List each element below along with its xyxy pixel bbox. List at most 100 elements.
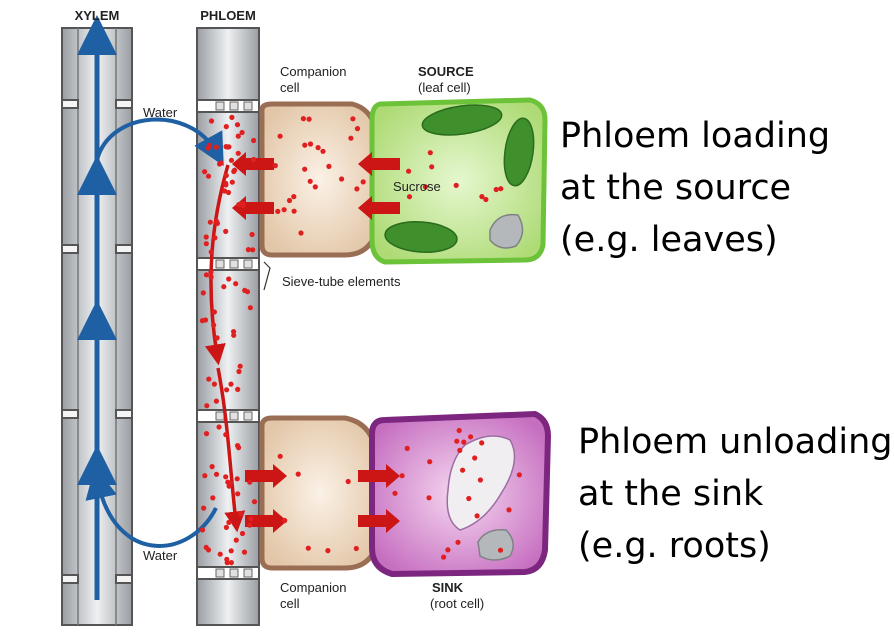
sucrose-molecule — [460, 467, 466, 473]
sucrose-molecule — [247, 522, 253, 528]
sucrose-molecule — [239, 201, 245, 207]
sucrose-molecule — [306, 116, 312, 122]
sucrose-molecule — [479, 194, 485, 200]
sucrose-molecule — [201, 505, 207, 511]
sucrose-molecule — [228, 157, 235, 163]
unloading-caption-line-2: at the sink — [578, 474, 764, 514]
companion-cell-top-label: Companion — [280, 64, 347, 79]
sucrose-molecule — [208, 249, 214, 255]
chloroplast — [503, 117, 535, 187]
sucrose-molecule — [466, 495, 472, 502]
sucrose-molecule — [228, 381, 234, 387]
sucrose-molecule — [468, 434, 474, 440]
sucrose-molecule — [272, 163, 278, 169]
sucrose-molecule — [427, 459, 433, 465]
sucrose-molecule — [199, 527, 206, 533]
sucrose-molecule — [461, 439, 467, 445]
companion-cell-bottom-label-2: cell — [280, 596, 300, 611]
sucrose-molecule — [224, 387, 230, 393]
sucrose-molecule — [325, 548, 331, 554]
source-sublabel: (leaf cell) — [418, 80, 471, 95]
sucrose-molecule — [350, 116, 356, 122]
sucrose-molecule — [426, 495, 432, 501]
sucrose-molecule — [211, 322, 217, 328]
sucrose-molecule — [249, 231, 255, 238]
xylem-vessel — [61, 15, 133, 626]
sink-root-cell — [369, 410, 552, 578]
sucrose-molecule — [453, 182, 459, 188]
source-label: SOURCE — [418, 64, 474, 79]
loading-caption: Phloem loading at the source (e.g. leave… — [560, 110, 830, 266]
xylem-label: XYLEM — [75, 8, 120, 23]
sucrose-molecule — [211, 381, 217, 387]
sucrose-molecule — [498, 186, 504, 192]
sucrose-molecule — [203, 234, 209, 240]
sucrose-molecule — [202, 473, 208, 479]
sucrose-molecule — [213, 144, 219, 150]
sucrose-molecule — [479, 440, 485, 446]
water-label-bottom: Water — [143, 548, 178, 563]
sucrose-molecule — [204, 403, 210, 409]
sucrose-molecule — [229, 114, 235, 120]
sucrose-molecule — [497, 547, 504, 553]
sucrose-molecule — [392, 490, 398, 496]
sucrose-molecule — [427, 150, 433, 156]
sieve-tube-label: Sieve-tube elements — [282, 274, 401, 289]
sucrose-molecule — [206, 376, 212, 382]
source-leaf-cell — [369, 97, 548, 265]
sieve-tube-bracket — [263, 261, 271, 291]
sucrose-molecule — [493, 186, 499, 193]
sucrose-molecule — [457, 447, 463, 453]
sucrose-molecule — [247, 479, 253, 485]
sucrose-molecule — [217, 551, 223, 557]
sucrose-molecule — [404, 445, 410, 451]
sucrose-molecule — [213, 398, 219, 404]
sucrose-molecule — [231, 332, 237, 338]
unloading-caption-line-1: Phloem unloading — [578, 422, 893, 462]
sucrose-molecule — [228, 560, 234, 566]
sucrose-molecule — [251, 156, 257, 163]
sucrose-molecule — [326, 163, 332, 169]
sucrose-molecule — [226, 276, 232, 282]
sucrose-molecule — [247, 305, 253, 311]
xylem-pits — [61, 99, 133, 584]
sucrose-molecule — [226, 483, 232, 489]
sucrose-molecule — [200, 290, 206, 296]
nucleus — [489, 213, 524, 249]
chloroplast — [421, 104, 503, 136]
sucrose-molecule — [212, 235, 218, 241]
sucrose-molecule — [277, 453, 283, 459]
sucrose-molecule — [216, 161, 223, 167]
sucrose-molecule — [203, 272, 209, 278]
sucrose-molecule — [224, 144, 230, 150]
sucrose-molecule — [315, 145, 321, 151]
sucrose-molecule — [235, 491, 241, 497]
sucrose-molecule — [248, 516, 254, 522]
sucrose-molecule — [213, 471, 220, 477]
sucrose-molecule — [231, 329, 237, 335]
sucrose-molecule — [210, 495, 216, 501]
sucrose-molecule — [251, 499, 258, 505]
sucrose-molecule — [472, 455, 478, 461]
sucrose-molecule — [320, 148, 326, 154]
sucrose-molecule — [275, 208, 281, 214]
sucrose-molecule — [441, 554, 447, 560]
sucrose-molecule — [291, 208, 297, 214]
sucrose-molecule — [224, 560, 230, 566]
sucrose-molecule — [223, 228, 229, 234]
sucrose-molecule — [223, 474, 229, 480]
sucrose-molecule — [474, 513, 480, 519]
sucrose-molecule — [312, 184, 318, 190]
sucrose-molecule — [226, 519, 232, 526]
sucrose-molecule — [216, 424, 222, 430]
sucrose-molecule — [238, 510, 244, 517]
sucrose-molecule — [348, 135, 354, 141]
sucrose-molecule — [305, 545, 311, 551]
sucrose-molecule — [406, 168, 412, 174]
loading-caption-line-1: Phloem loading — [560, 116, 831, 156]
sucrose-molecule — [506, 507, 512, 513]
loading-caption-line-2: at the source — [560, 168, 792, 208]
sucrose-molecule — [208, 118, 215, 124]
